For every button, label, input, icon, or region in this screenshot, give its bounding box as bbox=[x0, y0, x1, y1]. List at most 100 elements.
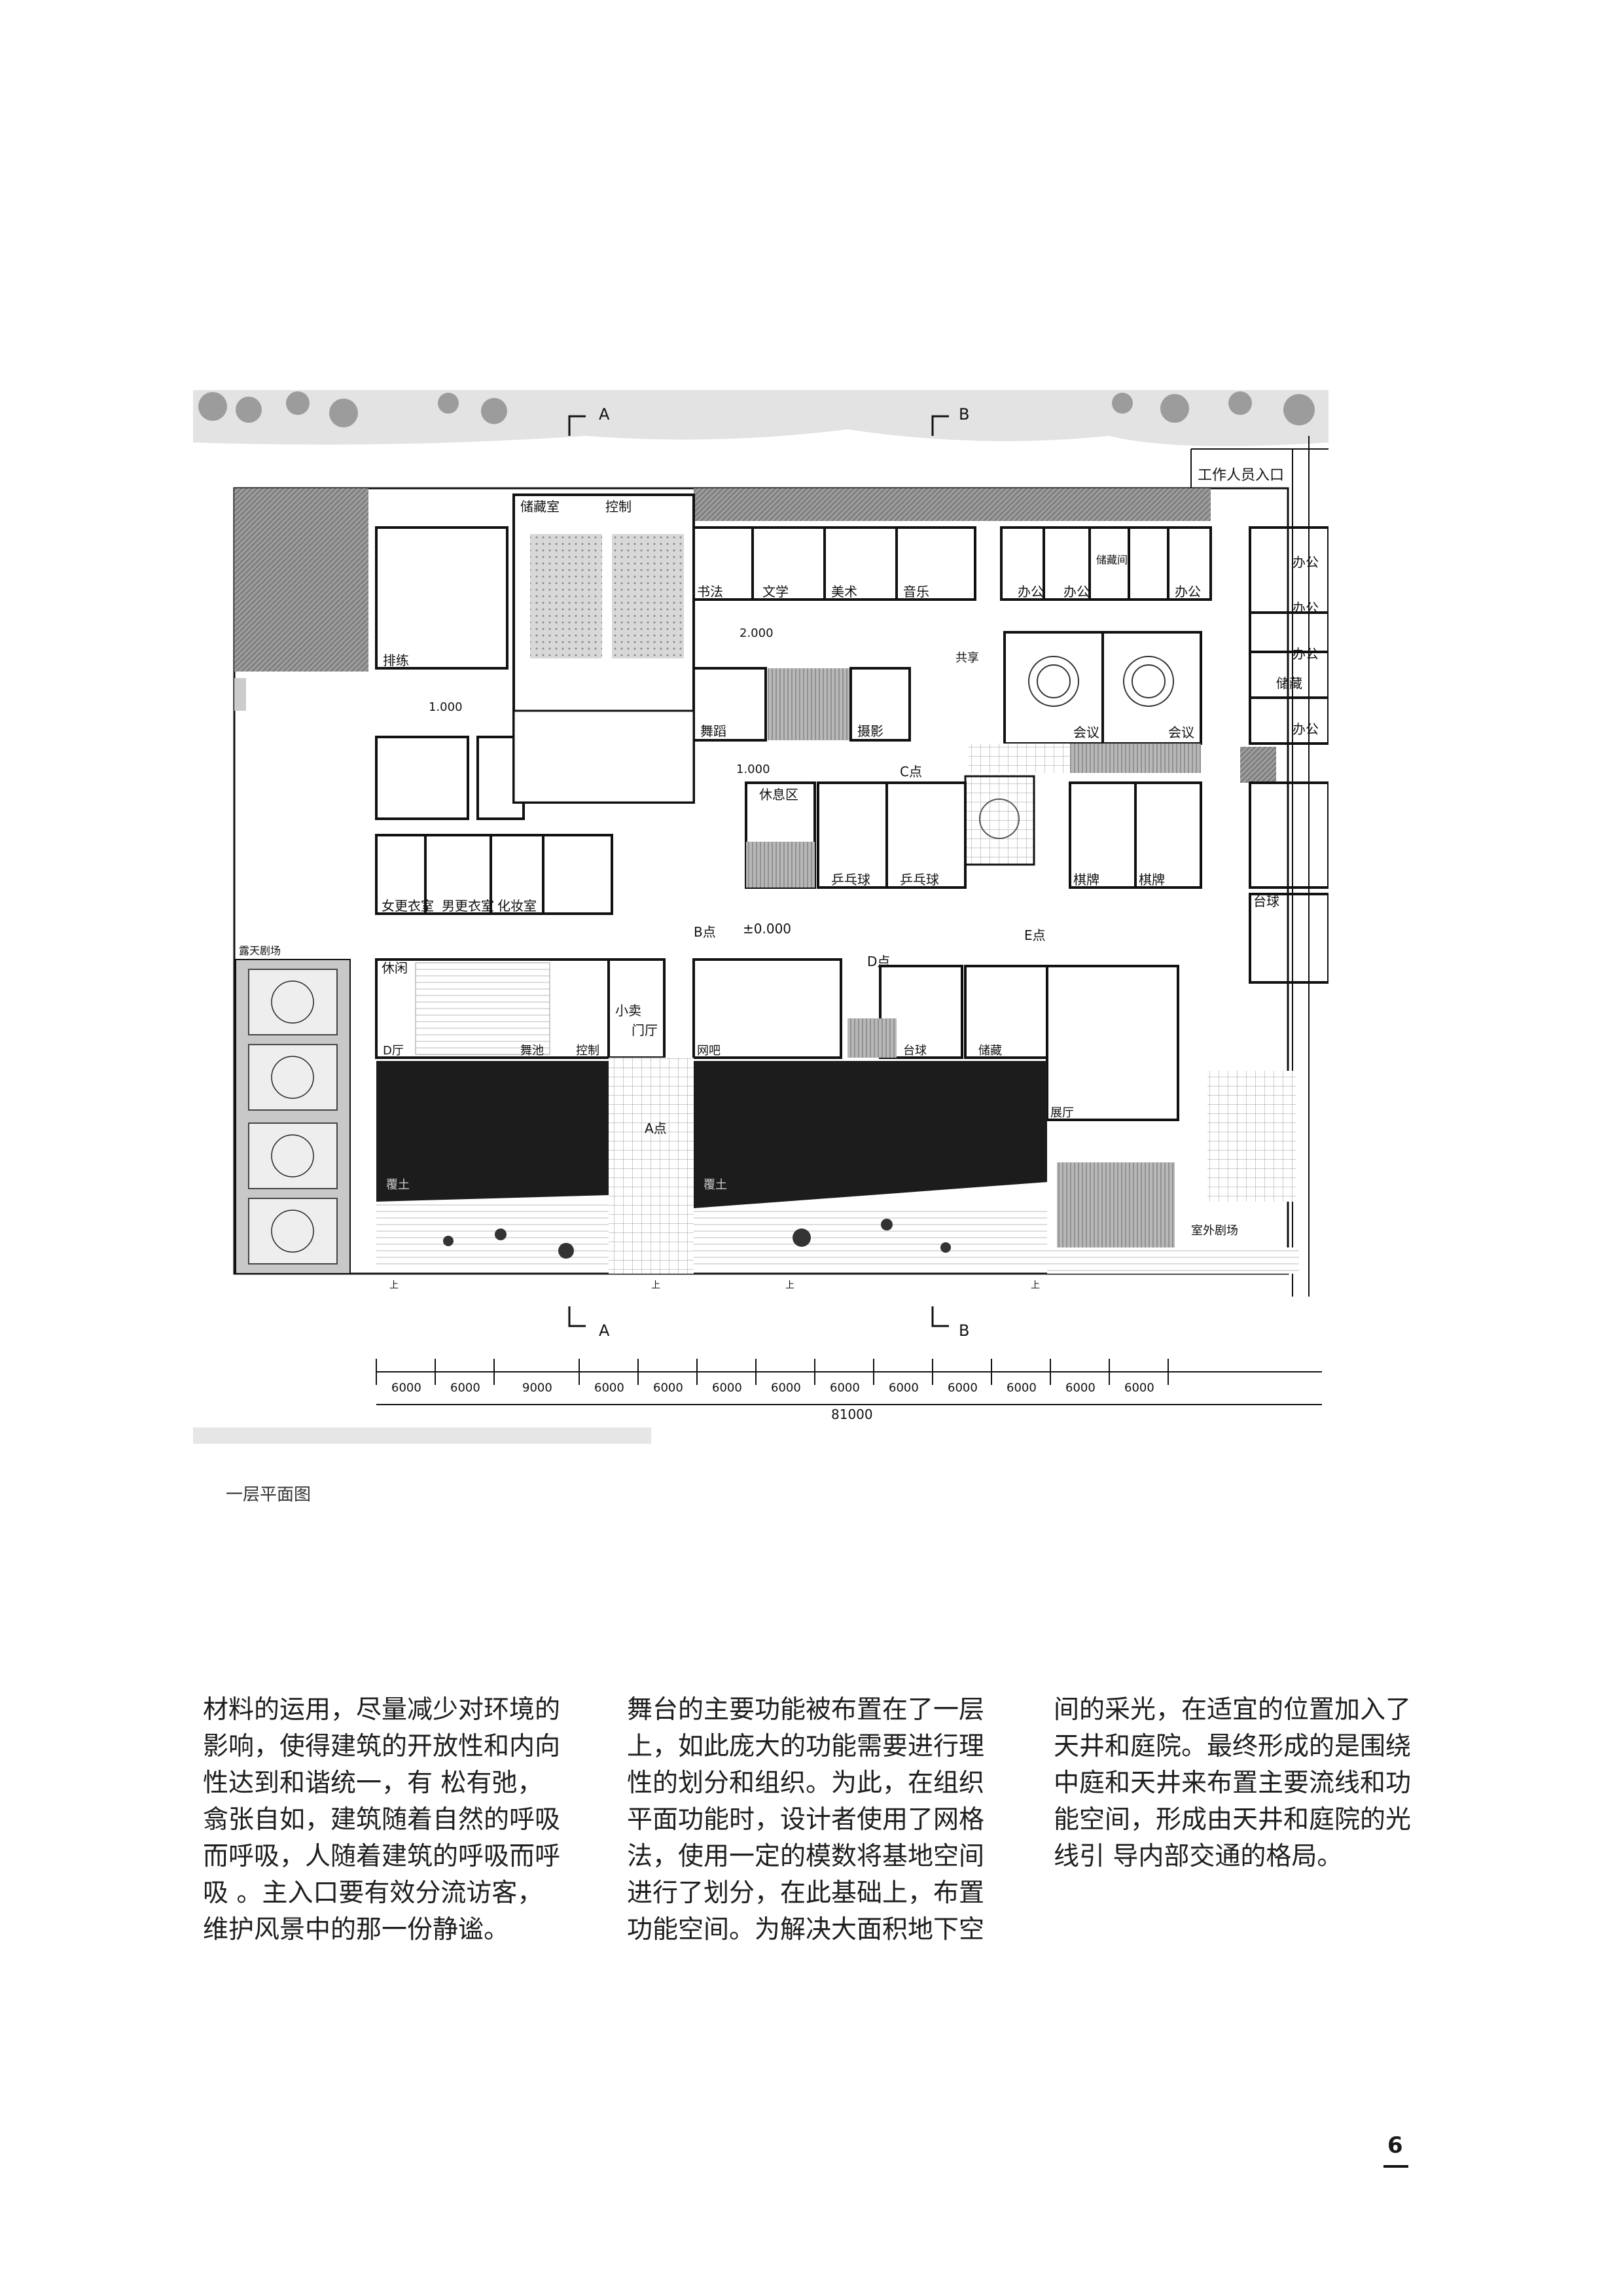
text-line: 天井和庭院。最终形成的是围绕 bbox=[1054, 1732, 1412, 1761]
room-lobby: 门厅 bbox=[632, 1022, 658, 1038]
text-column-3: 间的采光，在适宜的位置加入了天井和庭院。最终形成的是围绕中庭和天井来布置主要流线… bbox=[1054, 1692, 1420, 1875]
room-office-3: 办公 bbox=[1175, 584, 1201, 600]
section-b-top: B bbox=[959, 405, 969, 423]
text-column-1: 材料的运用，尽量减少对环境的影响，使得建筑的开放性和内向性达到和谐统一，有 松有… bbox=[203, 1692, 569, 1948]
room-art: 美术 bbox=[831, 584, 857, 600]
text-line: 舞台的主要功能被布置在了一层 bbox=[627, 1695, 985, 1725]
page-number: 6 bbox=[1387, 2132, 1403, 2159]
room-office-5: 办公 bbox=[1293, 600, 1319, 616]
dimension-label: 6000 bbox=[1007, 1381, 1037, 1395]
dimension-label: 6000 bbox=[830, 1381, 860, 1395]
text-line: 性达到和谐统一，有 松有弛， bbox=[203, 1768, 543, 1798]
room-rehearsal: 排练 bbox=[383, 653, 409, 668]
room-literature: 文学 bbox=[762, 584, 789, 600]
room-music: 音乐 bbox=[903, 584, 929, 600]
room-chess-1: 棋牌 bbox=[1073, 872, 1099, 888]
room-billiards: 台球 bbox=[903, 1044, 927, 1058]
text-line: 平面功能时，设计者使用了网格 bbox=[627, 1805, 985, 1835]
room-shared: 共享 bbox=[955, 651, 979, 665]
dimension-label: 6000 bbox=[653, 1381, 683, 1395]
dimension-label: 6000 bbox=[594, 1381, 624, 1395]
text-line: 线引 导内部交通的格局。 bbox=[1054, 1842, 1343, 1871]
point-e: E点 bbox=[1024, 927, 1046, 943]
text-line: 材料的运用，尽量减少对环境的 bbox=[203, 1695, 561, 1725]
dimension-label: 6000 bbox=[712, 1381, 742, 1395]
room-internet: 网吧 bbox=[697, 1044, 721, 1058]
room-storage-short: 储藏间 bbox=[1096, 554, 1128, 566]
point-a: A点 bbox=[645, 1121, 667, 1136]
room-calligraphy: 书法 bbox=[697, 584, 723, 600]
room-table-tennis-1: 乒乓球 bbox=[831, 872, 870, 888]
text-column-2: 舞台的主要功能被布置在了一层上，如此庞大的功能需要进行理性的划分和组织。为此，在… bbox=[627, 1692, 993, 1948]
room-office-1: 办公 bbox=[1018, 584, 1044, 600]
text-line: 翕张自如，建筑随着自然的呼吸 bbox=[203, 1805, 561, 1835]
room-meeting-2: 会议 bbox=[1168, 725, 1194, 740]
dimension-label: 6000 bbox=[1065, 1381, 1096, 1395]
room-office-6: 办公 bbox=[1293, 646, 1319, 662]
room-chess-2: 棋牌 bbox=[1139, 872, 1165, 888]
point-c: C点 bbox=[900, 764, 922, 780]
up-mark-4: 上 bbox=[1031, 1280, 1040, 1291]
text-line: 能空间，形成由天井和庭院的光 bbox=[1054, 1805, 1412, 1835]
floor-plan-drawing: A B A B 工作人员入口 储藏室 控制 书法 文学 美术 音乐 办公 办公 … bbox=[193, 390, 1329, 1444]
text-line: 吸 。主入口要有效分流访客， bbox=[203, 1878, 543, 1908]
text-line: 影响，使得建筑的开放性和内向 bbox=[203, 1732, 561, 1761]
level-2000: 2.000 bbox=[740, 626, 774, 640]
room-meeting-1: 会议 bbox=[1073, 725, 1099, 740]
text-line: 法，使用一定的模数将基地空间 bbox=[627, 1842, 985, 1871]
dimension-label: 6000 bbox=[948, 1381, 978, 1395]
dimension-label: 6000 bbox=[450, 1381, 480, 1395]
room-table-tennis-2: 乒乓球 bbox=[900, 872, 939, 888]
room-billiards-top: 台球 bbox=[1253, 893, 1279, 909]
room-control-low: 控制 bbox=[576, 1044, 599, 1058]
room-kiosk: 小卖 bbox=[615, 1003, 641, 1018]
level-1000-b: 1.000 bbox=[736, 762, 770, 776]
dimension-label: 6000 bbox=[771, 1381, 801, 1395]
room-storage: 储藏室 bbox=[520, 499, 560, 514]
room-d-hall: D厅 bbox=[383, 1044, 404, 1058]
room-men-locker: 男更衣室 bbox=[442, 898, 494, 914]
up-mark-3: 上 bbox=[785, 1280, 794, 1291]
text-line: 上，如此庞大的功能需要进行理 bbox=[627, 1732, 985, 1761]
room-lounge: 休息区 bbox=[759, 787, 798, 802]
room-exhibition: 展厅 bbox=[1050, 1106, 1074, 1120]
room-office-4: 办公 bbox=[1293, 554, 1319, 570]
staff-entrance-label: 工作人员入口 bbox=[1198, 467, 1284, 484]
room-makeup: 化妆室 bbox=[497, 898, 537, 914]
page-number-underline bbox=[1383, 2165, 1408, 2168]
dimension-label: 9000 bbox=[522, 1381, 552, 1395]
room-office-2: 办公 bbox=[1063, 584, 1090, 600]
room-store-low: 储藏 bbox=[978, 1044, 1002, 1058]
room-store: 储藏 bbox=[1276, 675, 1302, 691]
open-air-theater-label: 露天剧场 bbox=[239, 944, 281, 957]
text-line: 进行了划分，在此基础上，布置 bbox=[627, 1878, 985, 1908]
dimension-label: 6000 bbox=[889, 1381, 919, 1395]
section-a-top: A bbox=[599, 405, 610, 423]
text-line: 性的划分和组织。为此，在组织 bbox=[627, 1768, 985, 1798]
room-office-7: 办公 bbox=[1293, 721, 1319, 737]
text-line: 间的采光，在适宜的位置加入了 bbox=[1054, 1695, 1412, 1725]
dimension-total-bottom: 81000 bbox=[831, 1407, 873, 1422]
point-b: B点 bbox=[694, 924, 716, 940]
up-mark-1: 上 bbox=[389, 1280, 399, 1291]
up-mark-2: 上 bbox=[651, 1280, 660, 1291]
room-control-top: 控制 bbox=[605, 499, 632, 514]
text-line: 而呼吸，人随着建筑的呼吸而呼 bbox=[203, 1842, 561, 1871]
text-line: 中庭和天井来布置主要流线和功 bbox=[1054, 1768, 1412, 1798]
room-dance: 舞蹈 bbox=[700, 723, 726, 739]
text-line: 功能空间。为解决大面积地下空 bbox=[627, 1915, 985, 1945]
section-b-bottom: B bbox=[959, 1321, 969, 1340]
section-a-bottom: A bbox=[599, 1321, 610, 1340]
text-line: 维护风景中的那一份静谧。 bbox=[203, 1915, 510, 1945]
room-outdoor-theater: 室外剧场 bbox=[1191, 1224, 1238, 1238]
level-1000-a: 1.000 bbox=[429, 700, 463, 714]
room-leisure: 休闲 bbox=[382, 960, 408, 976]
room-photography: 摄影 bbox=[857, 723, 883, 739]
level-0000: ±0.000 bbox=[743, 921, 791, 937]
dimension-row-bottom: 6000 6000 9000 6000 6000 6000 6000 6000 6000 6000… bbox=[391, 1359, 1169, 1395]
dimension-label: 6000 bbox=[1124, 1381, 1154, 1395]
room-women-locker: 女更衣室 bbox=[382, 898, 434, 914]
fill-1: 覆土 bbox=[386, 1178, 410, 1192]
room-pool: 舞池 bbox=[520, 1044, 544, 1058]
dimension-label: 6000 bbox=[391, 1381, 421, 1395]
